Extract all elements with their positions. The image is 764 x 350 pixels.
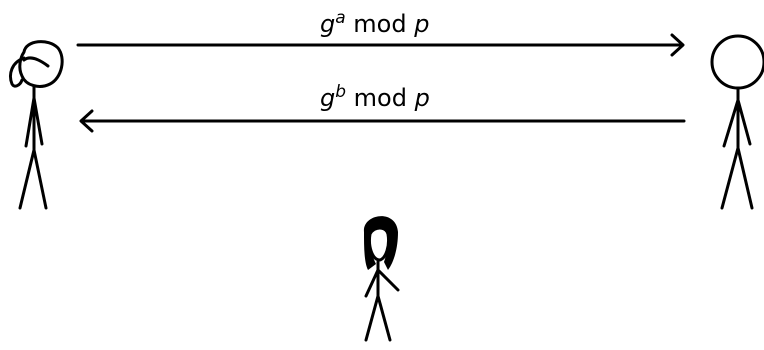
message-top-base: g — [320, 10, 336, 38]
right-person-figure — [710, 34, 764, 210]
message-bottom-modulus: p — [414, 84, 430, 112]
message-bottom-base: g — [320, 84, 336, 112]
eavesdropper-figure — [363, 216, 400, 342]
left-person-figure — [9, 40, 64, 210]
message-top-op: mod — [353, 10, 407, 38]
arrow-left — [79, 109, 686, 133]
arrow-right — [76, 33, 685, 57]
message-top-modulus: p — [414, 10, 430, 38]
message-label-top: ga mod p — [320, 10, 430, 38]
message-bottom-exponent: b — [335, 82, 347, 102]
message-label-bottom: gb mod p — [320, 84, 430, 112]
message-top-exponent: a — [335, 8, 346, 28]
message-bottom-op: mod — [353, 84, 407, 112]
